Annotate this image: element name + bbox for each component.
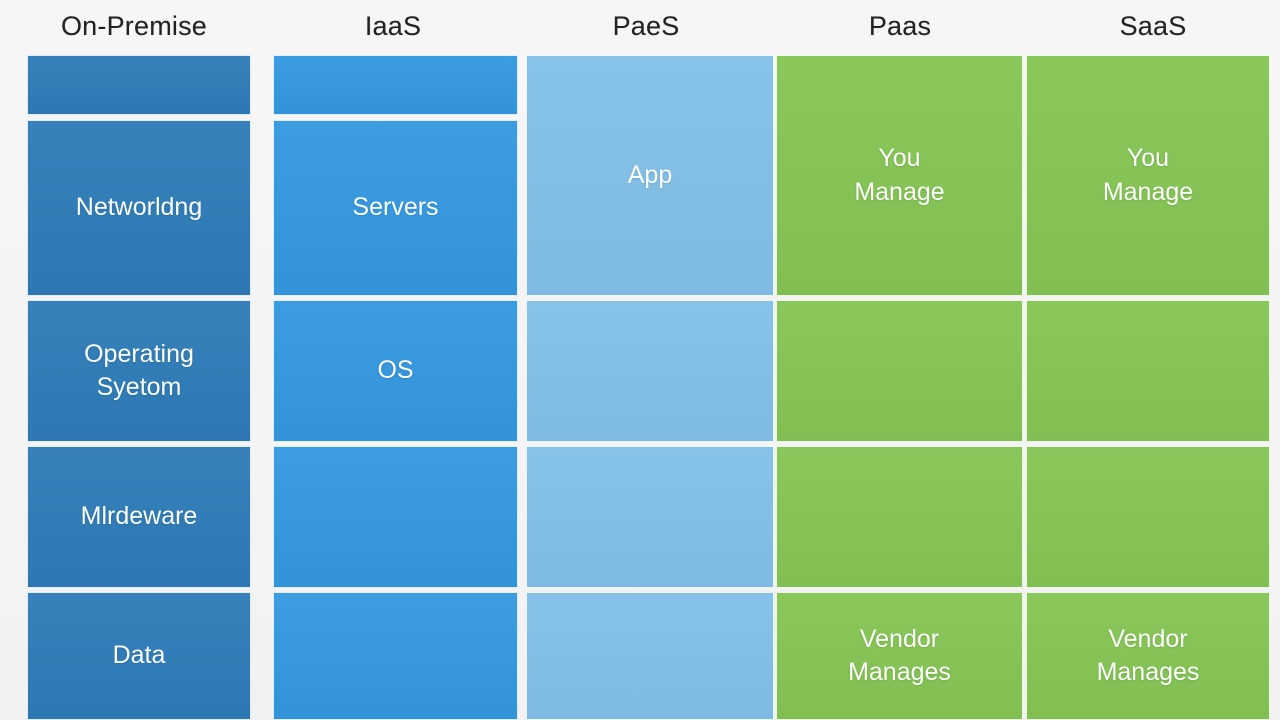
cell-on-premise-operating-system[interactable]: Operating Syetom xyxy=(27,300,251,442)
cell-paes-3[interactable] xyxy=(526,446,774,588)
stack-grid: Networldng Operating Syetom Mlrdeware Da… xyxy=(0,52,1280,720)
column-header-paes: PaeS xyxy=(612,10,680,41)
cell-paes-app[interactable]: App xyxy=(526,55,774,296)
cell-label: Data xyxy=(112,641,166,670)
column-saas: You Manage Vendor Manages xyxy=(1026,52,1280,720)
cell-iaas-4[interactable] xyxy=(273,446,518,588)
column-header-saas: SaaS xyxy=(1119,10,1187,41)
cell-label: Operating Syetom xyxy=(84,339,194,401)
cell-iaas-os[interactable]: OS xyxy=(273,300,518,442)
cell-saas-vendor-manages[interactable]: Vendor Manages xyxy=(1026,592,1270,720)
cell-label: Servers xyxy=(352,193,439,222)
cell-paas-2[interactable] xyxy=(776,300,1023,442)
cell-paes-2[interactable] xyxy=(526,300,774,442)
cell-saas-2[interactable] xyxy=(1026,300,1270,442)
column-header-paas: Paas xyxy=(868,10,932,41)
cell-label: You Manage xyxy=(854,144,945,206)
cell-paas-vendor-manages[interactable]: Vendor Manages xyxy=(776,592,1023,720)
cell-label: Mlrdeware xyxy=(80,502,198,531)
column-header-row: On-Premise IaaS PaeS Paas SaaS xyxy=(0,0,1280,52)
cell-label: Networldng xyxy=(75,193,203,222)
cell-label: OS xyxy=(377,356,414,385)
column-paes: App xyxy=(518,52,774,720)
cell-iaas-5[interactable] xyxy=(273,592,518,720)
cell-on-premise-middleware[interactable]: Mlrdeware xyxy=(27,446,251,588)
cell-iaas-1[interactable] xyxy=(273,55,518,115)
cell-paas-3[interactable] xyxy=(776,446,1023,588)
column-header-on-premise: On-Premise xyxy=(60,10,208,41)
cell-paes-4[interactable] xyxy=(526,592,774,720)
column-on-premise: Networldng Operating Syetom Mlrdeware Da… xyxy=(0,52,268,720)
cell-paas-you-manage[interactable]: You Manage xyxy=(776,55,1023,296)
column-paas: You Manage Vendor Manages xyxy=(774,52,1026,720)
cell-saas-you-manage[interactable]: You Manage xyxy=(1026,55,1270,296)
cell-label: Vendor Manages xyxy=(1096,624,1200,686)
cell-on-premise-data[interactable]: Data xyxy=(27,592,251,720)
cell-label: You Manage xyxy=(1102,144,1194,206)
column-iaas: Servers OS xyxy=(268,52,518,720)
cell-label: Vendor Manages xyxy=(848,624,951,686)
cell-label: App xyxy=(627,160,673,189)
column-header-iaas: IaaS xyxy=(364,10,422,41)
cell-on-premise-1[interactable] xyxy=(27,55,251,115)
cell-iaas-servers[interactable]: Servers xyxy=(273,120,518,296)
cell-saas-3[interactable] xyxy=(1026,446,1270,588)
cell-on-premise-networking[interactable]: Networldng xyxy=(27,120,251,296)
